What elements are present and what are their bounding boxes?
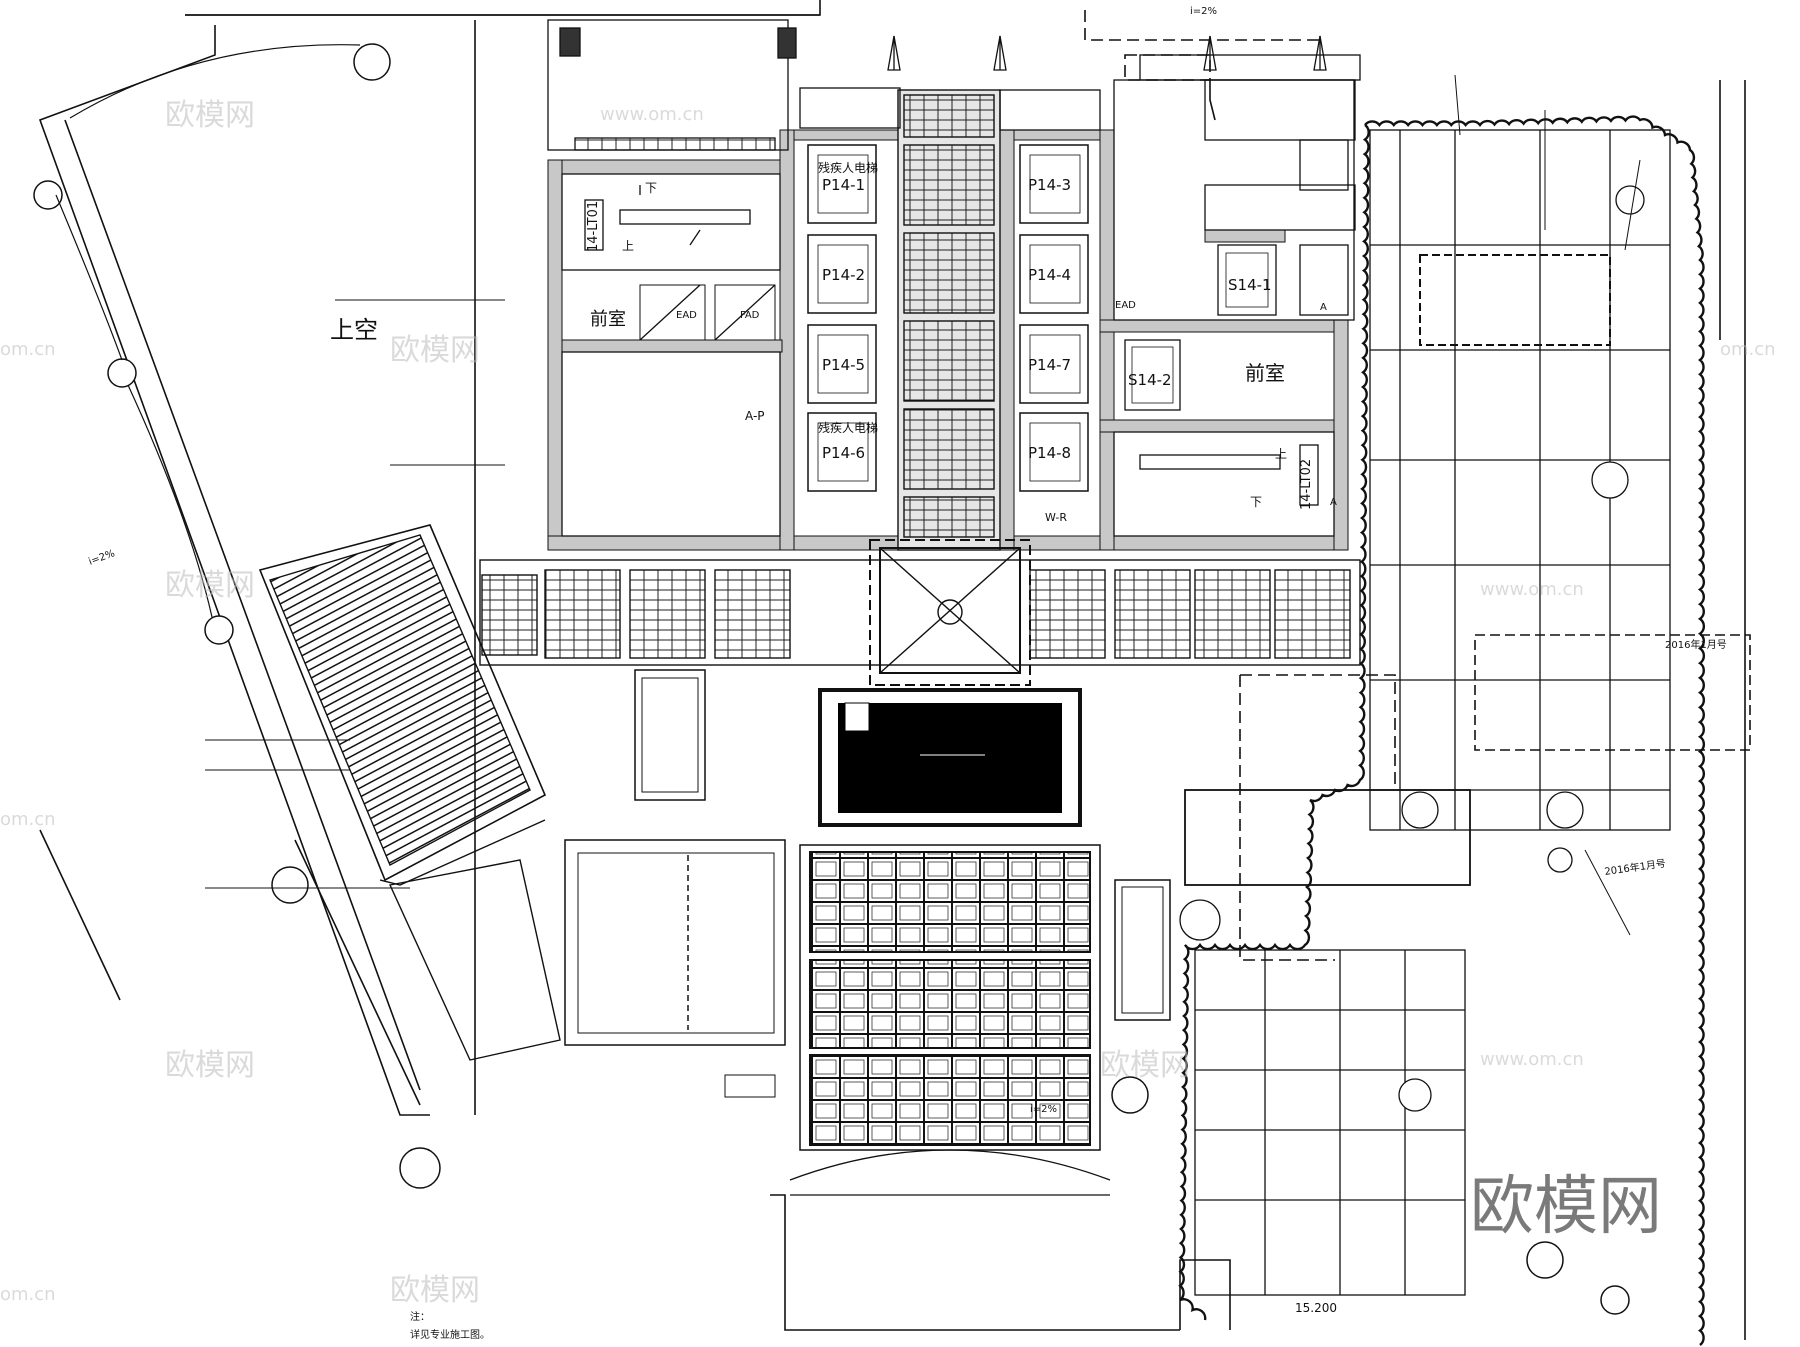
anteroom-left-label: 前室 [590, 309, 626, 330]
lift-p14-8: P14-8 [1028, 444, 1071, 462]
central-lobby [897, 89, 1001, 551]
stair-left-label: 14-LT01 [586, 201, 601, 252]
top-markers [887, 35, 1327, 71]
watermark-logo: 欧模网 [165, 1048, 255, 1083]
wr-label: W-R [1045, 511, 1067, 524]
slope-bottom: i=2% [1030, 1104, 1057, 1115]
ead-label-1: EAD [676, 310, 697, 321]
watermark-logo: 欧模网 [1100, 1048, 1190, 1083]
lift-p14-6: P14-6 [822, 444, 865, 462]
watermark-domain: om.cn [0, 1284, 56, 1305]
lift-p14-7: P14-7 [1028, 356, 1071, 374]
watermark-site: www.om.cn [600, 104, 704, 125]
watermark-logo: 欧模网 [390, 1273, 480, 1308]
dashed-outlines [1084, 10, 1396, 961]
stair-up-2: 上 [1275, 447, 1287, 461]
scalloped-boundary [1178, 115, 1705, 1346]
stair-up-1: 上 [622, 239, 634, 253]
accessible-lift-1: 残疾人电梯 [818, 160, 878, 175]
watermark-big-logo: 欧模网 [1470, 1170, 1662, 1244]
lifts-left [807, 144, 877, 492]
watermarks: 欧模网 欧模网 欧模网 欧模网 欧模网 欧模网 www.om.cn www.om… [0, 98, 1776, 1308]
stair-down-2: 下 [1250, 495, 1262, 509]
watermark-logo: 欧模网 [390, 333, 480, 368]
ap-label: A-P [745, 409, 765, 423]
anteroom-right-label: 前室 [1245, 361, 1285, 385]
fad-label-1: FAD [740, 310, 760, 321]
stair-left [561, 173, 781, 537]
curved-edge [55, 44, 361, 618]
ead-label-2: EAD [1115, 300, 1136, 311]
perimeter-columns [33, 43, 1630, 1315]
service-block [1113, 79, 1356, 537]
stair-down-1: 下 [645, 181, 657, 195]
lifts-right [1019, 144, 1089, 492]
skylight-grid [789, 844, 1111, 1196]
lift-p14-3: P14-3 [1028, 176, 1071, 194]
lift-s14-2: S14-2 [1128, 371, 1172, 389]
watermark-domain: om.cn [0, 809, 56, 830]
slope-left: i=2% [87, 548, 116, 568]
date-note-1: 2016年1月号 [1665, 638, 1727, 651]
stair-right-label: 14-LT02 [1299, 459, 1314, 510]
lift-p14-5: P14-5 [822, 356, 865, 374]
watermark-site: www.om.cn [1480, 579, 1584, 600]
lift-p14-1: P14-1 [822, 176, 865, 194]
a-label-2: A [1330, 497, 1337, 508]
date-note-2: 2016年1月号 [1604, 856, 1667, 877]
right-wing-grid [1179, 129, 1751, 1296]
top-rooms [547, 19, 1361, 151]
slope-top: i=2% [1190, 6, 1217, 17]
accessible-lift-2: 残疾人电梯 [818, 420, 878, 435]
lift-p14-2: P14-2 [822, 266, 865, 284]
notes-line-2: 详见专业施工图。 [410, 1328, 490, 1341]
notes-line-1: 注： [410, 1310, 430, 1323]
watermark-logo: 欧模网 [165, 98, 255, 133]
elevation-bottom: 15.200 [1295, 1301, 1337, 1315]
lower-left-rooms [564, 669, 1171, 1098]
drawing-annotations: i=2% i=2% i=2% 2016年1月号 2016年1月号 15.200 … [87, 6, 1727, 1341]
watermark-domain: om.cn [1720, 339, 1776, 360]
lift-p14-4: P14-4 [1028, 266, 1071, 284]
lift-s14-1: S14-1 [1228, 276, 1272, 294]
a-label-1: A [1320, 302, 1327, 313]
void-label: 上空 [330, 316, 378, 344]
room-labels: 上空 前室 前室 EAD FAD EAD A-P W-R A A 14-LT01… [330, 160, 1337, 524]
watermark-site: www.om.cn [1480, 1049, 1584, 1070]
black-feature [818, 688, 1082, 827]
outer-outline [38, 0, 1746, 1340]
watermark-domain: om.cn [0, 339, 56, 360]
corridor-band [479, 539, 1361, 686]
leader-lines [205, 74, 1641, 936]
watermark-logo: 欧模网 [165, 568, 255, 603]
